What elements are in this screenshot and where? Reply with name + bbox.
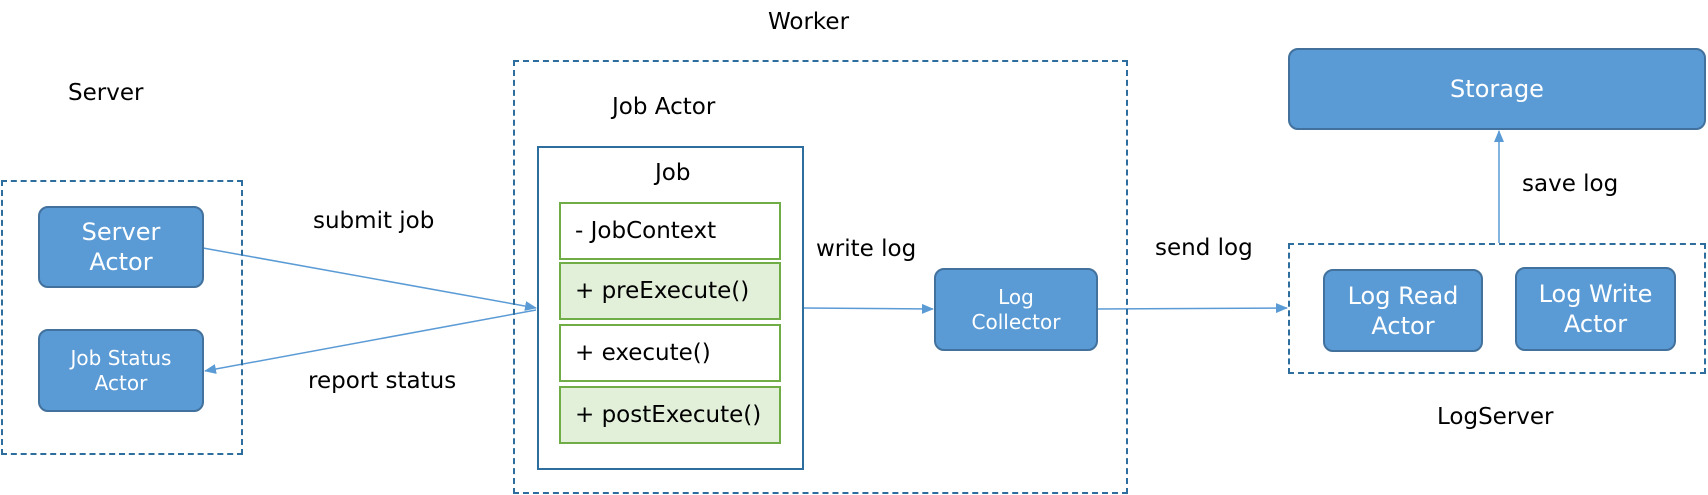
job-member-label: + preExecute(): [575, 278, 750, 304]
report-status-label: report status: [308, 368, 457, 394]
send-log-label: send log: [1155, 235, 1253, 261]
storage-node: Storage: [1288, 48, 1706, 130]
report-status-arrow: [204, 309, 537, 374]
job-member-preexecute: + preExecute(): [559, 262, 781, 320]
job-member-jobcontext: - JobContext: [559, 202, 781, 260]
log-collector-node: Log Collector: [934, 268, 1098, 351]
log-write-actor-node: Log Write Actor: [1515, 267, 1676, 351]
job-class-box: Job - JobContext + preExecute() + execut…: [537, 146, 804, 470]
job-member-postexecute: + postExecute(): [559, 386, 781, 444]
log-collector-label: Log Collector: [971, 284, 1061, 334]
job-status-actor-node: Job Status Actor: [38, 329, 204, 412]
logserver-title: LogServer: [1437, 404, 1554, 430]
save-log-label: save log: [1522, 171, 1619, 197]
write-log-arrow: [802, 303, 934, 314]
worker-title: Worker: [768, 9, 850, 35]
server-title: Server: [68, 80, 144, 106]
submit-job-label: submit job: [313, 208, 435, 234]
job-member-label: + execute(): [575, 340, 711, 366]
job-member-label: - JobContext: [575, 218, 717, 244]
server-actor-node: Server Actor: [38, 206, 204, 288]
log-read-actor-node: Log Read Actor: [1323, 269, 1483, 352]
write-log-label: write log: [816, 236, 917, 262]
submit-job-arrow: [202, 247, 537, 311]
job-actor-title: Job Actor: [612, 94, 716, 120]
server-actor-label: Server Actor: [81, 218, 161, 276]
log-read-actor-label: Log Read Actor: [1347, 281, 1459, 340]
send-log-arrow: [1096, 303, 1288, 314]
worker-group: [513, 60, 1128, 494]
log-write-actor-label: Log Write Actor: [1538, 280, 1653, 338]
logserver-group: [1288, 243, 1706, 374]
server-group: [1, 180, 243, 455]
job-title: Job: [655, 160, 691, 186]
storage-label: Storage: [1450, 75, 1544, 103]
job-member-label: + postExecute(): [575, 402, 762, 428]
job-member-execute: + execute(): [559, 324, 781, 382]
job-status-actor-label: Job Status Actor: [70, 345, 172, 395]
